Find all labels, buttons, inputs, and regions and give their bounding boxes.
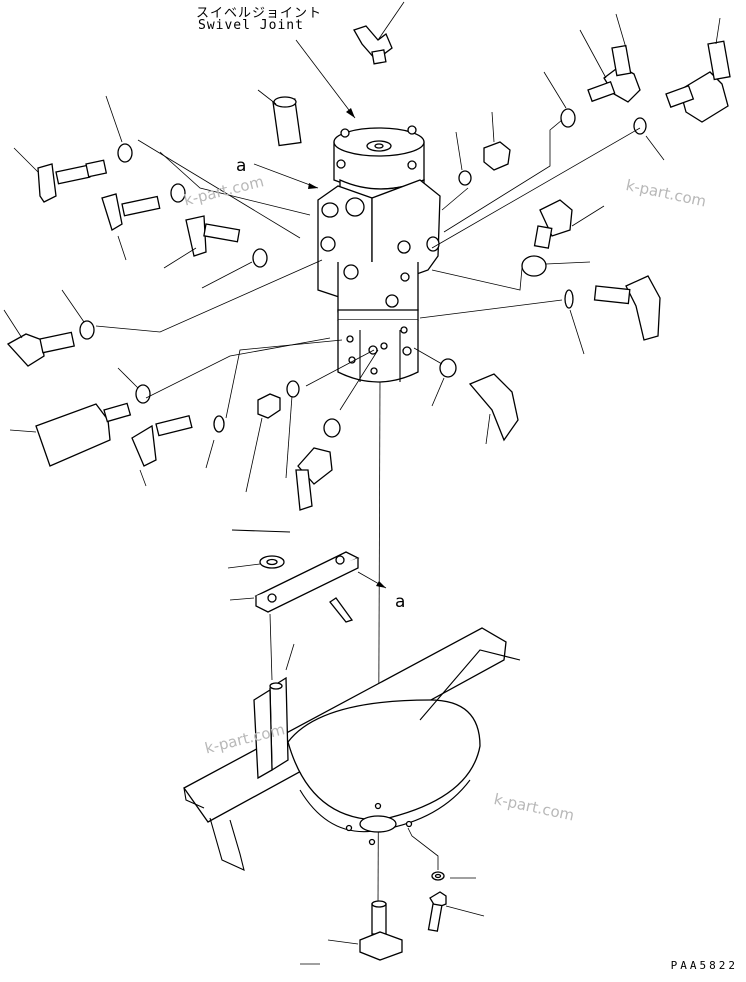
swivel-joint-label-jp: スイベルジョイント [196, 6, 323, 21]
revolving-frame [184, 628, 520, 870]
reference-mark-a-bottom: a [395, 592, 406, 612]
swivel-joint-body [318, 126, 440, 382]
upper-right-fittings [354, 26, 730, 440]
leader-lines [4, 2, 720, 964]
drawing-code: PAA5822 [670, 959, 738, 972]
bracket-assembly [232, 530, 358, 622]
upper-left-fittings [8, 97, 340, 510]
reference-mark-a-top: a [236, 156, 247, 176]
bottom-fittings [360, 872, 446, 960]
swivel-joint-label-en: Swivel Joint [198, 18, 304, 33]
